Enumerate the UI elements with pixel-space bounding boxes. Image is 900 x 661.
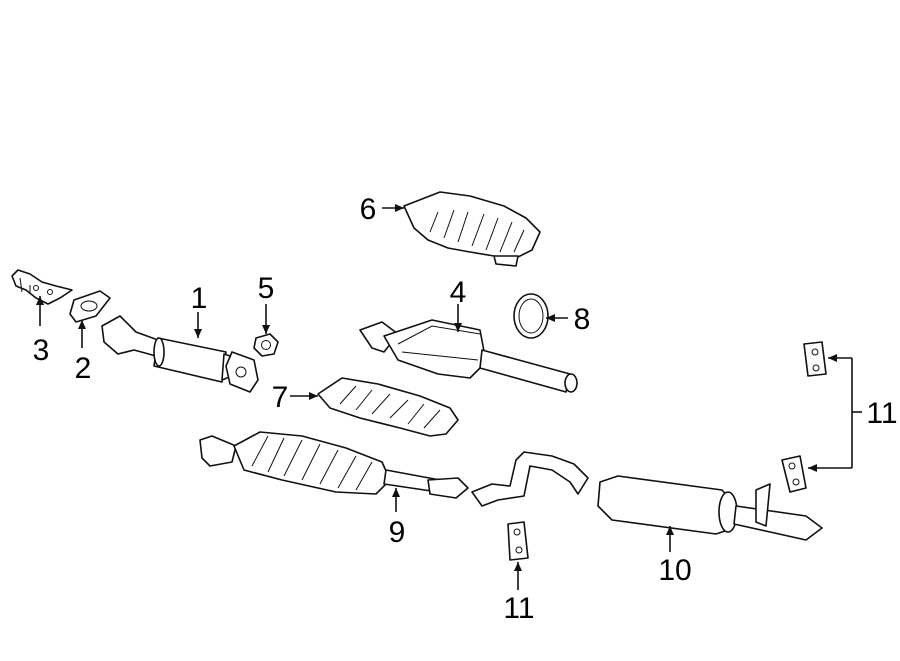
callout-2: 2 [75, 352, 92, 385]
leader-lines [36, 204, 862, 590]
part-9-muffler [199, 431, 469, 499]
callout-3: 3 [33, 334, 50, 367]
part-8-clamp [513, 293, 549, 339]
callout-10: 10 [658, 554, 691, 587]
callout-9: 9 [389, 516, 406, 549]
part-11-hanger-upper [803, 341, 827, 377]
part-5-nut [253, 333, 279, 357]
callout-6: 6 [360, 193, 377, 226]
part-7-heat-shield-lower [317, 377, 459, 437]
callout-7: 7 [272, 381, 289, 414]
part-4-catalytic-converter [359, 319, 578, 393]
callout-11-bottom: 11 [503, 592, 534, 625]
part-11-hanger-lower [507, 521, 529, 561]
callout-1: 1 [191, 282, 208, 315]
part-1-front-pipe [101, 315, 259, 393]
part-11-hanger-mid [781, 455, 807, 493]
callout-4: 4 [450, 276, 467, 309]
part-10-rear-muffler [471, 451, 823, 541]
part-3-bracket [11, 269, 73, 305]
part-2-gasket [69, 290, 111, 323]
callout-5: 5 [258, 272, 275, 305]
callout-11-right: 11 [866, 397, 897, 430]
part-6-heat-shield-upper [403, 191, 541, 267]
callout-8: 8 [574, 303, 591, 336]
